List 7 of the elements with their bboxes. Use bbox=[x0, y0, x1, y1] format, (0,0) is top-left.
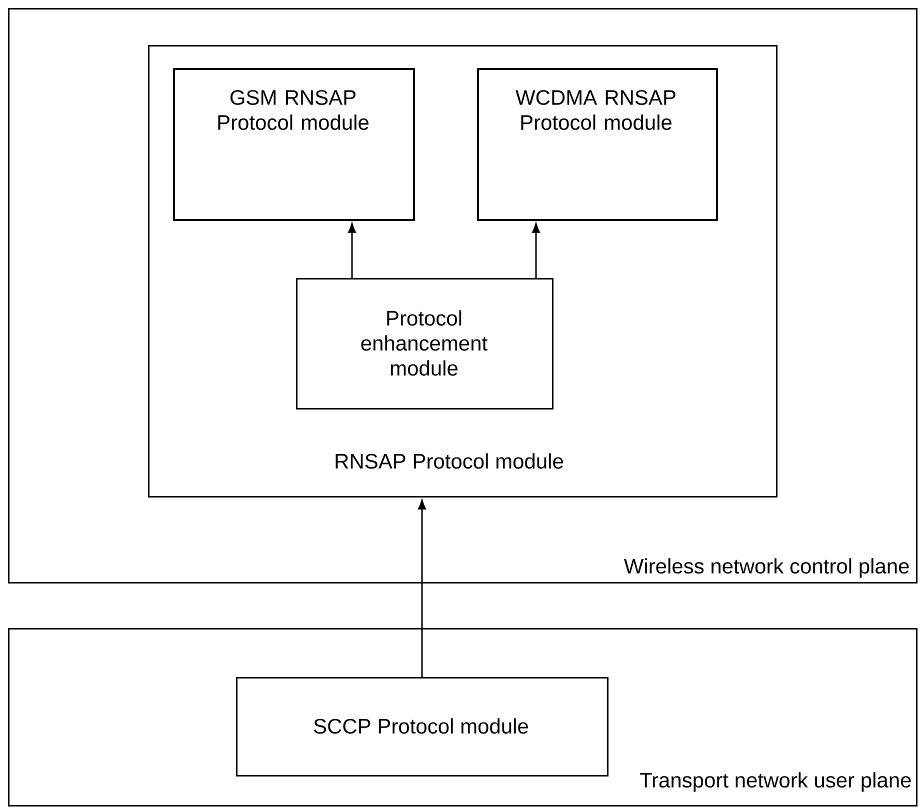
arrow bbox=[348, 223, 356, 278]
module-box: WCDMA RNSAP Protocol module bbox=[477, 68, 718, 221]
arrow bbox=[532, 223, 540, 278]
module-box: SCCP Protocol module bbox=[236, 677, 608, 776]
module-box: Protocol enhancement module bbox=[296, 278, 554, 410]
module-box: GSM RNSAP Protocol module bbox=[173, 68, 415, 221]
arrow bbox=[418, 500, 426, 677]
